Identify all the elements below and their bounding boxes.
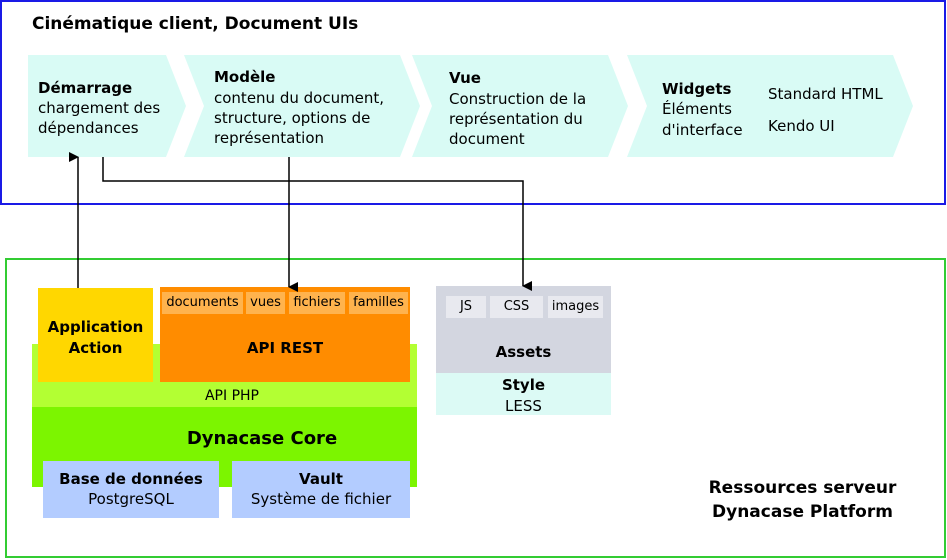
chevron-vue (412, 55, 628, 157)
step-vue-line-1: Construction de la (449, 90, 587, 108)
api-rest-tag-fichiers: fichiers (289, 292, 345, 314)
widgets-standard-html: Standard HTML (768, 85, 883, 103)
dynacase-core-label: Dynacase Core (186, 428, 338, 449)
assets-tag-images: images (548, 296, 603, 318)
client-frame (0, 0, 946, 205)
style-title: Style (501, 376, 546, 394)
step-demarrage-line-1: chargement des (38, 99, 161, 117)
step-widgets-line-2: d'interface (662, 121, 743, 139)
api-rest-tag-vues: vues (246, 292, 285, 314)
application-action-line-1: Application (47, 318, 144, 336)
style-block (436, 373, 611, 415)
client-title: Cinématique client, Document UIs (32, 14, 359, 34)
api-rest-tag-documents: documents (162, 292, 243, 314)
application-action-line-2: Action (68, 339, 123, 357)
vault-subtitle: Système de fichier (250, 490, 392, 508)
step-modele-title: Modèle (214, 68, 276, 86)
step-demarrage-title: Démarrage (38, 79, 133, 97)
chevron-demarrage (28, 55, 186, 157)
step-modele-line-2: structure, options de (214, 109, 371, 127)
step-modele-line-3: représentation (214, 129, 325, 147)
application-action-block (38, 288, 153, 382)
database-block (43, 461, 219, 518)
assets-tag-css: CSS (490, 296, 543, 318)
vault-block (232, 461, 410, 518)
vault-title: Vault (299, 470, 343, 488)
chevron-modele (184, 55, 420, 157)
style-subtitle: LESS (505, 397, 542, 415)
server-title-line-2: Dynacase Platform (712, 502, 893, 522)
assets-label: Assets (495, 343, 552, 361)
step-vue-line-2: représentation du (449, 110, 583, 128)
assets-tag-js: JS (446, 296, 486, 318)
widgets-kendo-ui: Kendo UI (768, 117, 835, 135)
step-widgets-line-1: Éléments (662, 100, 732, 118)
api-rest-tag-familles: familles (349, 292, 408, 314)
api-php-label: API PHP (204, 388, 259, 404)
step-widgets-title: Widgets (662, 80, 732, 98)
api-rest-label: API REST (246, 339, 324, 357)
step-vue-title: Vue (449, 69, 481, 87)
database-subtitle: PostgreSQL (88, 490, 174, 508)
step-vue-line-3: document (449, 130, 525, 148)
database-title: Base de données (59, 470, 203, 488)
step-demarrage-line-2: dépendances (38, 119, 139, 137)
arrow-demarrage-to-assets (102, 157, 532, 291)
server-frame (5, 258, 946, 558)
step-modele-line-1: contenu du document, (214, 89, 385, 107)
chevron-widgets (627, 55, 913, 157)
server-title-line-1: Ressources serveur (708, 478, 897, 498)
